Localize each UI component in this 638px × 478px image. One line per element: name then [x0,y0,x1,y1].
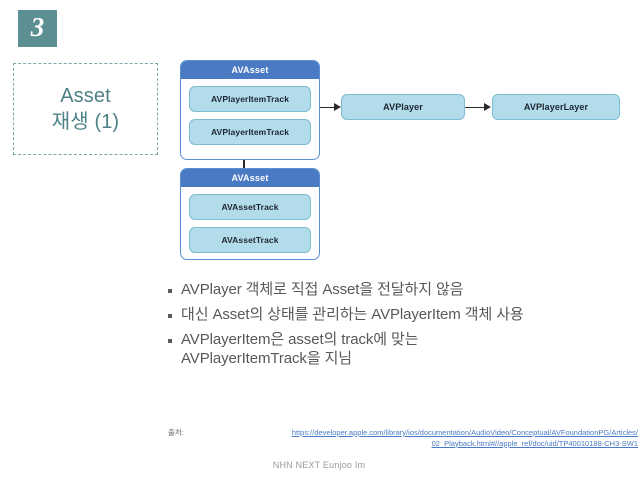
avasset-group-1-header: AVAsset [181,61,319,79]
bullet-square-icon [168,289,172,293]
bullet-list: AVPlayer 객체로 직접 Asset을 전달하지 않음 대신 Asset의… [168,280,614,368]
avassettrack-box-1-label: AVAssetTrack [221,202,279,212]
page-title-line-2: 재생 (1) [51,111,120,133]
source-label: 출처: [168,428,184,437]
avplayerlayer-box-label: AVPlayerLayer [523,102,589,112]
page-title-line-1: Asset [60,85,111,107]
avasset-group-2-body: AVAssetTrack AVAssetTrack [181,187,319,259]
bullet-square-icon [168,339,172,343]
avasset-group-1: AVAsset AVPlayerItemTrack AVPlayerItemTr… [180,60,320,160]
avplayeritemtrack-box-1: AVPlayerItemTrack [189,86,311,112]
bullet-square-icon [168,314,172,318]
arrow-head-icon-player-to-layer [484,103,491,111]
avasset-group-1-body: AVPlayerItemTrack AVPlayerItemTrack [181,79,319,152]
avasset-group-2: AVAsset AVAssetTrack AVAssetTrack [180,168,320,260]
source-url-line-1[interactable]: https://developer.apple.com/library/ios/… [291,428,638,437]
avassettrack-box-2-label: AVAssetTrack [221,235,279,245]
slide-number-badge: 3 [18,10,57,47]
bullet-text-3-continued: AVPlayerItemTrack을 지님 [181,350,352,367]
avplayer-box: AVPlayer [341,94,465,120]
bullet-text-3-wrap: AVPlayerItem은 asset의 track에 맞는 AVPlayerI… [181,330,419,368]
bullet-text-2: 대신 Asset의 상태를 관리하는 AVPlayerItem 객체 사용 [181,306,524,323]
list-item: AVPlayer 객체로 직접 Asset을 전달하지 않음 [168,280,614,299]
avplayeritemtrack-box-1-label: AVPlayerItemTrack [210,94,290,104]
bullet-text-3: AVPlayerItem은 asset의 track에 맞는 [181,331,419,348]
avassettrack-box-2: AVAssetTrack [189,227,311,253]
connector-line-asset-to-player [320,106,334,108]
source-url-line-2[interactable]: 02_Playback.html#//apple_ref/doc/uid/TP4… [431,438,638,448]
bullet-text-1: AVPlayer 객체로 직접 Asset을 전달하지 않음 [181,281,464,298]
avasset-group-2-header-label: AVAsset [231,173,269,183]
slide-footer: NHN NEXT Eunjoo Im [272,460,366,470]
avasset-group-2-header: AVAsset [181,169,319,187]
avplayer-box-label: AVPlayer [383,102,423,112]
source-citation: 출처: https://developer.apple.com/library/… [168,428,638,449]
list-item: AVPlayerItem은 asset의 track에 맞는 AVPlayerI… [168,330,614,368]
avassettrack-box-1: AVAssetTrack [189,194,311,220]
avasset-group-1-header-label: AVAsset [231,65,269,75]
arrow-head-icon-asset-to-player [334,103,341,111]
list-item: 대신 Asset의 상태를 관리하는 AVPlayerItem 객체 사용 [168,305,614,324]
connector-line-player-to-layer [465,106,484,108]
avplayerlayer-box: AVPlayerLayer [492,94,620,120]
slide-title-box: Asset 재생 (1) [13,63,158,155]
slide-number-text: 3 [30,12,45,42]
connector-line-vertical [243,160,245,168]
avplayeritemtrack-box-2-label: AVPlayerItemTrack [210,127,290,137]
avplayeritemtrack-box-2: AVPlayerItemTrack [189,119,311,145]
